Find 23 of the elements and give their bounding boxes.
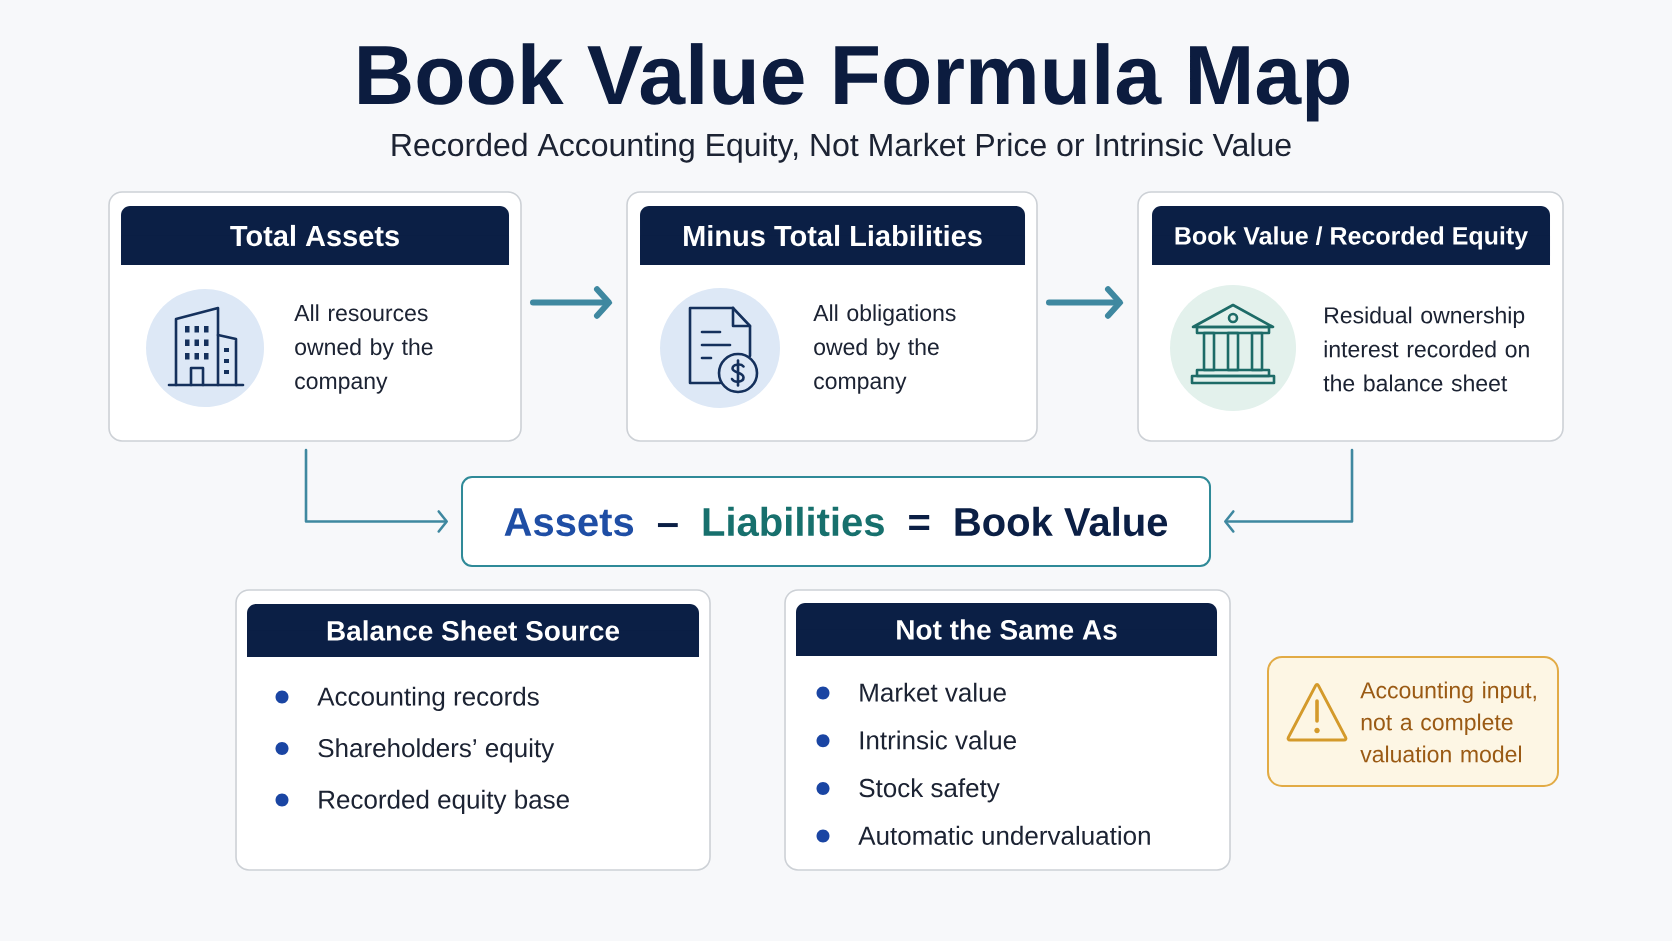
- description-text: All resources owned by the company: [294, 304, 433, 394]
- list-item: Market value: [860, 682, 1006, 702]
- arrow: [304, 448, 448, 533]
- list-item: Accounting records: [317, 686, 539, 711]
- list-item: Automatic undervaluation: [858, 825, 1150, 845]
- list-item: Recorded equity base: [319, 789, 569, 814]
- header-band: Total Assets: [121, 206, 509, 265]
- arrow: [1046, 286, 1123, 319]
- list-item: Shareholders’ equity: [318, 738, 555, 763]
- arrow: [1224, 448, 1354, 533]
- arrow: [530, 286, 612, 319]
- header-band: Not the Same As: [796, 603, 1217, 656]
- header-band: Minus Total Liabilities: [640, 206, 1025, 265]
- list-item: Intrinsic value: [860, 730, 1016, 750]
- formula-box: Assets – Liabilities = Book Value: [461, 476, 1211, 567]
- subtitle: Recorded Accounting Equity, Not Market Price or Intrinsic Value: [392, 132, 1291, 163]
- description-text: All obligations owed by the company: [813, 304, 956, 394]
- header-band: Balance Sheet Source: [247, 604, 699, 657]
- callout-box: Accounting input, not a complete valuation model: [1267, 656, 1559, 787]
- title: Book Value Formula Map: [359, 43, 1349, 122]
- list-item: Stock safety: [859, 778, 1000, 803]
- header-band: Book Value / Recorded Equity: [1152, 206, 1550, 265]
- description-text: Residual ownership interest recorded on the balance sheet: [1323, 306, 1529, 392]
